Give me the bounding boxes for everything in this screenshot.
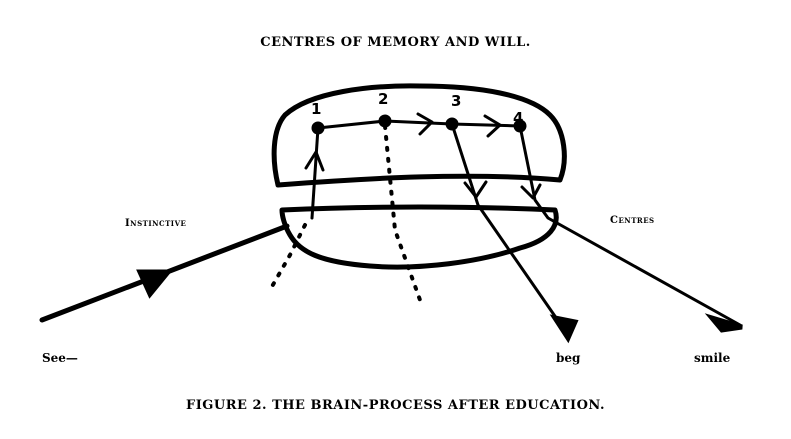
node-label-3: 3 <box>451 92 461 110</box>
node-label-4: 4 <box>513 109 523 127</box>
arrow-head-up-1 <box>304 150 325 172</box>
arrow-head-2-3 <box>416 112 434 136</box>
dotted-path-instinctive <box>268 223 307 292</box>
node-4 <box>513 119 527 133</box>
node-label-2: 2 <box>378 90 388 108</box>
node-1 <box>311 121 325 135</box>
see-label: See— <box>42 351 78 365</box>
instinctive-centre-outline <box>279 204 559 270</box>
node-2 <box>378 114 392 128</box>
diagram-title: CENTRES OF MEMORY AND WILL. <box>260 35 531 50</box>
memory-will-centre-outline <box>271 83 567 188</box>
arrow-head-down-3 <box>463 180 488 199</box>
arrow-head-down-4 <box>520 183 542 200</box>
beg-label: beg <box>556 351 581 365</box>
node-label-1: 1 <box>311 100 321 118</box>
instinctive-label: Instinctive <box>125 218 187 229</box>
figure-caption: FIGURE 2. THE BRAIN-PROCESS AFTER EDUCAT… <box>185 398 605 413</box>
afferent-path-to-node-1 <box>310 126 320 220</box>
arrow-head-3-4 <box>483 114 502 138</box>
efferent-path-4-smile <box>518 124 742 327</box>
smile-label: smile <box>694 351 731 365</box>
node-3 <box>445 117 459 131</box>
see-arrow-head <box>136 269 174 299</box>
association-path-1-4 <box>316 119 522 130</box>
smile-arrow-head <box>704 313 743 333</box>
efferent-path-3-beg <box>450 122 570 337</box>
beg-arrow-head <box>549 314 579 344</box>
centres-label: Centres <box>610 215 655 226</box>
dotted-path-node-2 <box>383 124 422 302</box>
